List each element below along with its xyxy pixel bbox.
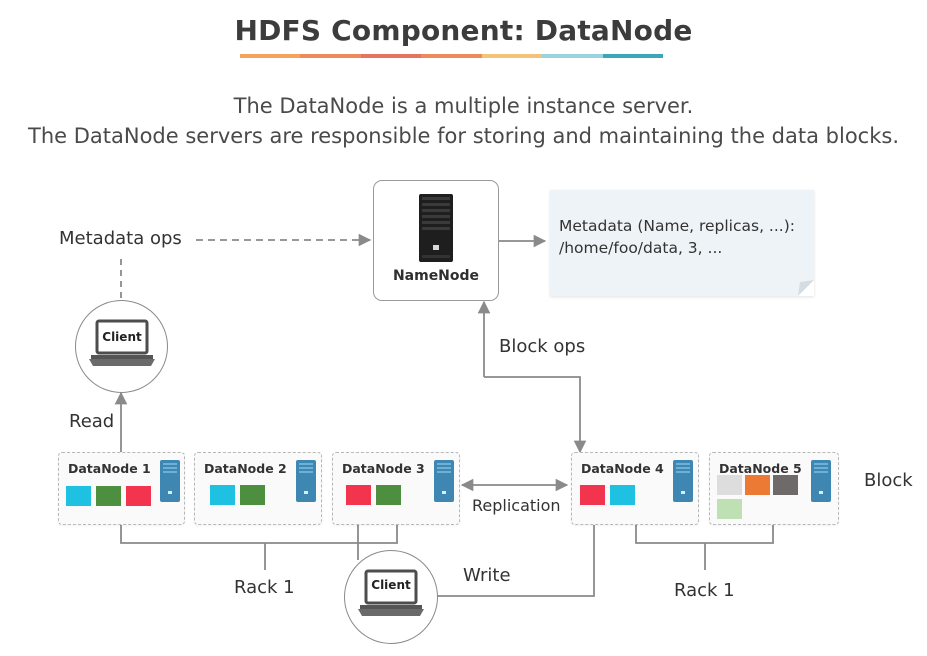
metadata-ops-label: Metadata ops bbox=[59, 228, 182, 249]
client-top-label: Client bbox=[102, 330, 142, 344]
client-top: Client bbox=[75, 300, 168, 393]
block-grey bbox=[717, 475, 742, 495]
block-dark bbox=[773, 475, 798, 495]
page-curl-icon bbox=[798, 280, 814, 296]
read-label: Read bbox=[69, 411, 115, 432]
block-cyan bbox=[66, 486, 91, 506]
underline-segment bbox=[542, 54, 603, 58]
datanode-2: DataNode 2 bbox=[194, 452, 322, 525]
block-cyan bbox=[210, 485, 235, 505]
client-bottom-label: Client bbox=[371, 578, 411, 592]
rack-label-right: Rack 1 bbox=[674, 580, 735, 601]
block-cyan bbox=[610, 485, 635, 505]
datanode-5-label: DataNode 5 bbox=[719, 461, 802, 476]
block-green bbox=[376, 485, 401, 505]
write-label: Write bbox=[463, 565, 511, 586]
underline-segment bbox=[602, 54, 663, 58]
rack-right-bracket bbox=[635, 524, 774, 544]
server-icon bbox=[160, 460, 180, 502]
metadata-note-line-2: /home/foo/data, 3, ... bbox=[559, 239, 723, 257]
underline-segment bbox=[360, 54, 422, 58]
title-underline bbox=[240, 54, 663, 58]
server-icon bbox=[434, 460, 454, 502]
underline-segment bbox=[421, 54, 482, 58]
block-ops-connector bbox=[484, 376, 587, 454]
namenode-label: NameNode bbox=[392, 268, 480, 284]
laptop-icon bbox=[358, 569, 424, 616]
subtitle-line-2: The DataNode servers are responsible for… bbox=[28, 124, 899, 148]
datanode-1: DataNode 1 bbox=[58, 452, 185, 525]
page-title: HDFS Component: DataNode bbox=[234, 14, 693, 47]
server-tower-icon bbox=[419, 194, 453, 262]
metadata-note: Metadata (Name, replicas, ...): /home/fo… bbox=[550, 190, 814, 296]
replication-label: Replication bbox=[472, 496, 561, 515]
underline-segment bbox=[300, 54, 361, 58]
rack-left-bracket bbox=[120, 524, 398, 544]
datanode-4-label: DataNode 4 bbox=[581, 461, 664, 476]
block-green bbox=[96, 486, 121, 506]
namenode: NameNode bbox=[373, 180, 499, 301]
block-orange bbox=[745, 475, 770, 495]
server-icon bbox=[296, 460, 316, 502]
datanode-2-label: DataNode 2 bbox=[204, 461, 287, 476]
block-ops-label: Block ops bbox=[499, 336, 586, 357]
underline-segment bbox=[240, 54, 301, 58]
client-bottom: Client bbox=[344, 550, 438, 644]
block-label: Block bbox=[864, 470, 913, 491]
datanode-4: DataNode 4 bbox=[571, 452, 699, 525]
block-red bbox=[346, 485, 371, 505]
block-red bbox=[580, 485, 605, 505]
server-icon bbox=[811, 460, 831, 502]
write-arrow-to-datanode4 bbox=[435, 501, 601, 597]
laptop-icon bbox=[89, 319, 155, 366]
underline-segment bbox=[481, 54, 543, 58]
datanode-3: DataNode 3 bbox=[332, 452, 460, 525]
subtitle-line-1: The DataNode is a multiple instance serv… bbox=[233, 94, 694, 118]
block-red bbox=[126, 486, 151, 506]
block-green bbox=[240, 485, 265, 505]
metadata-note-line-1: Metadata (Name, replicas, ...): bbox=[559, 217, 795, 235]
block-lightgreen bbox=[717, 499, 742, 519]
datanode-3-label: DataNode 3 bbox=[342, 461, 425, 476]
datanode-5: DataNode 5 bbox=[709, 452, 839, 525]
server-icon bbox=[673, 460, 693, 502]
rack-label-left: Rack 1 bbox=[234, 577, 295, 598]
datanode-1-label: DataNode 1 bbox=[68, 461, 151, 476]
